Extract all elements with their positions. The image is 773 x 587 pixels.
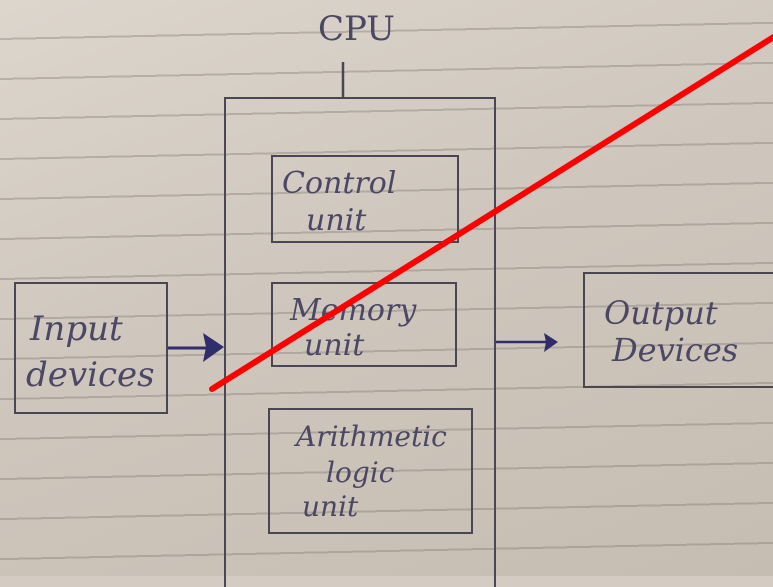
control-unit-box	[271, 155, 459, 243]
alu-label-line1: Arithmetic	[296, 420, 447, 453]
alu-box	[268, 408, 473, 534]
input-devices-box	[14, 282, 168, 414]
input-devices-label-line2: devices	[26, 355, 155, 395]
cpu-label: CPU	[318, 9, 395, 49]
output-devices-box	[583, 272, 773, 388]
output-devices-label-line2: Devices	[612, 331, 739, 369]
memory-unit-label-line2: unit	[304, 328, 365, 363]
input-arrow-head	[203, 333, 224, 362]
output-devices-label-line1: Output	[604, 294, 718, 332]
control-unit-label-line2: unit	[306, 203, 367, 238]
input-devices-label-line1: Input	[30, 309, 123, 349]
alu-label-line2: logic	[326, 456, 395, 489]
red-strike-line	[209, 33, 773, 392]
cpu-frame	[224, 97, 496, 587]
output-arrow-head	[544, 333, 558, 352]
alu-label-line3: unit	[302, 490, 359, 523]
memory-unit-box	[271, 282, 457, 367]
control-unit-label-line1: Control	[282, 166, 397, 201]
